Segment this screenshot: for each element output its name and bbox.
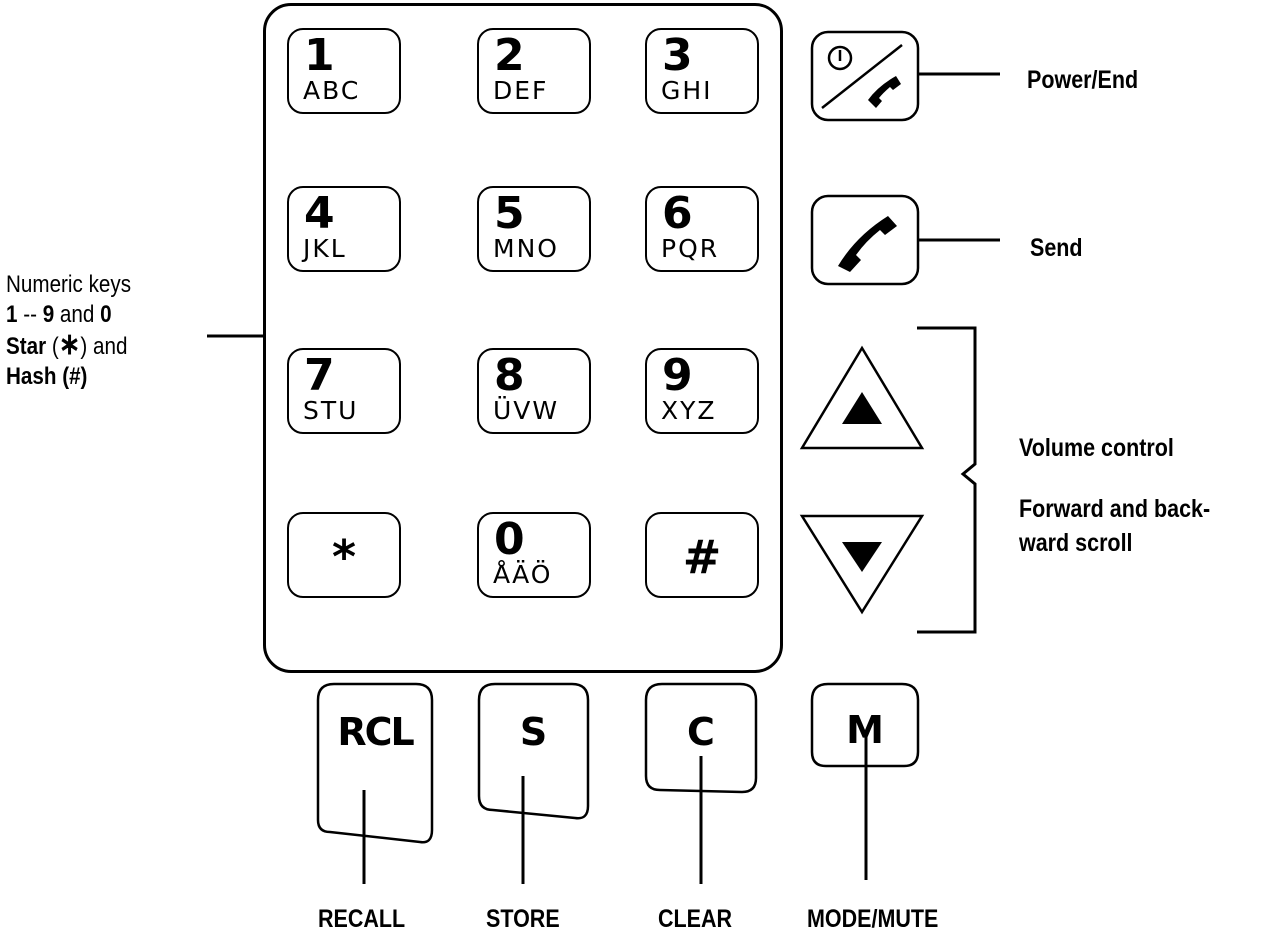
key-6[interactable]: 6 PQR	[645, 186, 759, 272]
key-letters: ÜVW	[493, 396, 560, 425]
volume-scroll-bracket	[917, 326, 977, 634]
key-letters: DEF	[493, 76, 549, 105]
scroll-label-line2: ward scroll	[1019, 529, 1133, 557]
key-letters: XYZ	[661, 396, 717, 425]
key-digit: 1	[304, 30, 335, 81]
key-digit: 9	[662, 350, 693, 401]
key-hash[interactable]: #	[645, 512, 759, 598]
key-letters: JKL	[303, 234, 347, 263]
scroll-down-key[interactable]	[799, 514, 925, 615]
s-key[interactable]	[477, 682, 590, 820]
store-label: STORE	[486, 905, 560, 933]
key-4[interactable]: 4 JKL	[287, 186, 401, 272]
key-letters: ÅÄÖ	[493, 560, 553, 589]
key-digit: 3	[662, 30, 693, 81]
phone-handset-icon	[838, 216, 897, 272]
key-digit: 6	[662, 188, 693, 239]
key-1[interactable]: 1 ABC	[287, 28, 401, 114]
scroll-up-key[interactable]	[799, 345, 925, 450]
rcl-key-label: RCL	[337, 710, 414, 754]
key-7[interactable]: 7 STU	[287, 348, 401, 434]
key-digit: 7	[304, 350, 335, 401]
key-letters: PQR	[661, 234, 720, 263]
key-symbol: #	[682, 530, 722, 584]
key-9[interactable]: 9 XYZ	[645, 348, 759, 434]
rcl-key[interactable]	[316, 682, 434, 844]
send-key[interactable]	[810, 194, 920, 286]
key-digit: 0	[494, 514, 525, 565]
key-letters: STU	[303, 396, 359, 425]
volume-control-label: Volume control	[1019, 434, 1174, 462]
key-5[interactable]: 5 MNO	[477, 186, 591, 272]
power-end-key[interactable]	[810, 30, 920, 122]
send-label: Send	[1030, 234, 1083, 262]
key-digit: 4	[304, 188, 335, 239]
key-3[interactable]: 3 GHI	[645, 28, 759, 114]
c-key-label: C	[687, 710, 715, 754]
scroll-label-line1: Forward and back-	[1019, 495, 1211, 523]
s-key-label: S	[519, 710, 548, 754]
key-symbol: *	[331, 530, 357, 584]
numeric-keypad-frame	[263, 3, 783, 673]
key-digit: 8	[494, 350, 525, 401]
key-letters: ABC	[303, 76, 361, 105]
power-end-icon	[821, 44, 903, 109]
scroll-up-triangle-icon	[842, 392, 882, 424]
note-line-1: Numeric keys	[6, 271, 132, 298]
recall-label: RECALL	[318, 905, 406, 933]
power-end-label: Power/End	[1027, 66, 1139, 94]
c-key[interactable]	[644, 682, 758, 794]
key-0[interactable]: 0 ÅÄÖ	[477, 512, 591, 598]
key-2[interactable]: 2 DEF	[477, 28, 591, 114]
key-letters: MNO	[493, 234, 559, 263]
m-key[interactable]	[810, 682, 920, 768]
note-line-3: Star (∗) and	[6, 328, 128, 361]
scroll-down-triangle-icon	[842, 542, 882, 572]
key-star[interactable]: *	[287, 512, 401, 598]
key-digit: 2	[494, 30, 525, 81]
numeric-keys-note: Numeric keys 1 -- 9 and 0 Star (∗) and H…	[6, 270, 131, 392]
m-key-label: M	[846, 708, 884, 752]
key-8[interactable]: 8 ÜVW	[477, 348, 591, 434]
mode-mute-label: MODE/MUTE	[807, 905, 939, 933]
note-line-2: 1 -- 9 and 0	[6, 301, 112, 328]
key-letters: GHI	[661, 76, 713, 105]
key-digit: 5	[494, 188, 525, 239]
clear-label: CLEAR	[658, 905, 733, 933]
note-line-4: Hash (#)	[6, 363, 88, 390]
